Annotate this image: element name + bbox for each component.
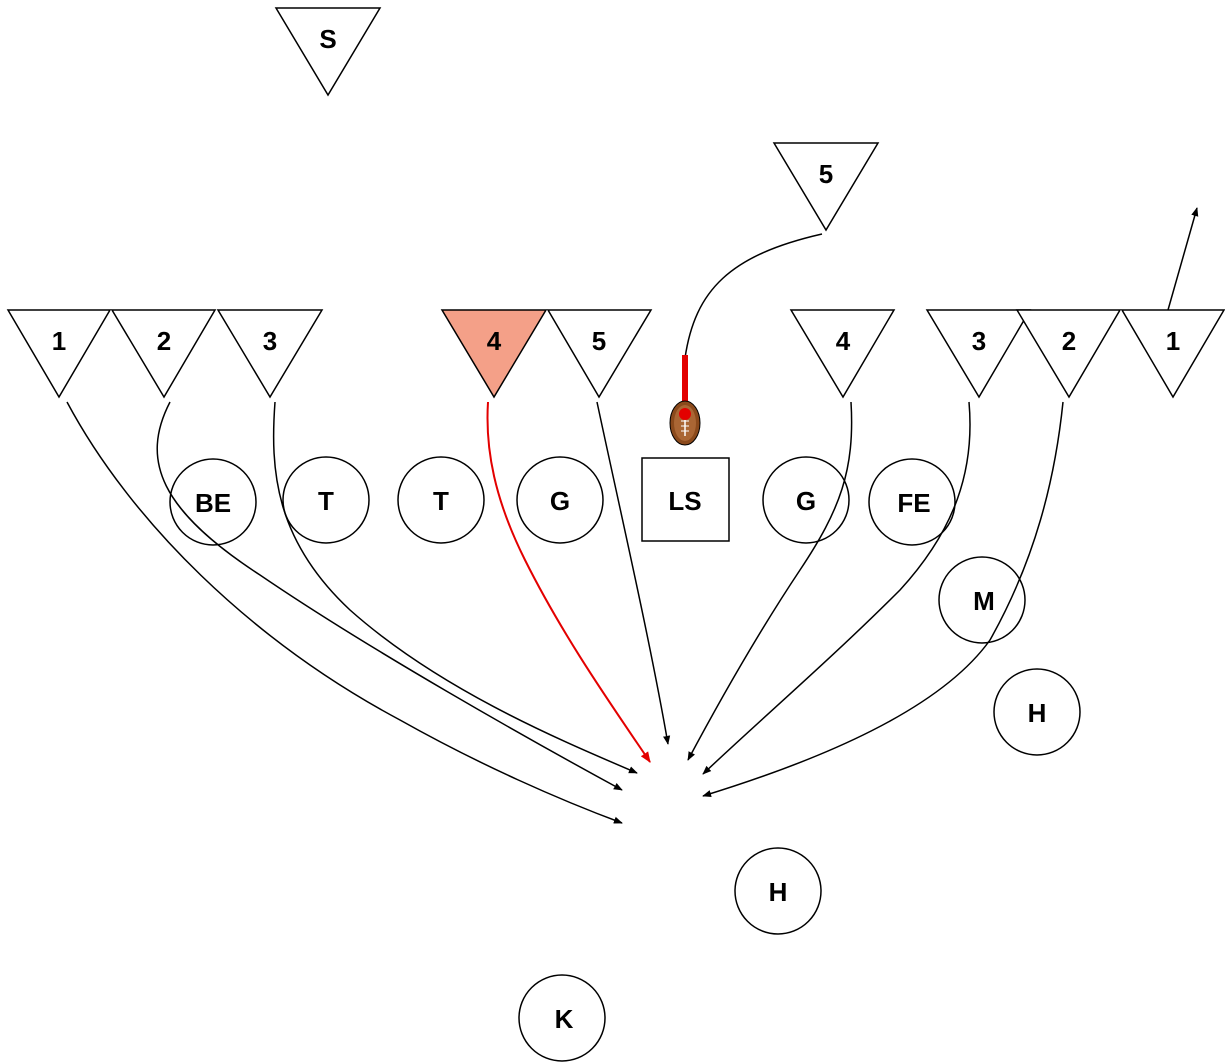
defender-left-3: 3: [216, 309, 324, 399]
player-fe-label: FE: [897, 488, 930, 518]
player-h-wing-label: H: [1028, 698, 1047, 728]
defender-left-5-label: 5: [592, 326, 606, 356]
player-left-guard-label: G: [550, 486, 570, 516]
player-m-label: M: [973, 586, 995, 616]
defender-right-2-label: 2: [1062, 326, 1076, 356]
defender-left-2: 2: [110, 309, 217, 399]
rush-path-left-2: [156, 401, 623, 791]
defender-right-4-label: 4: [836, 326, 851, 356]
defender-right-1: 1: [1120, 309, 1225, 399]
player-kicker-label: K: [555, 1004, 574, 1034]
rush-path-left-3: [272, 401, 638, 774]
defender-right-1-label: 1: [1166, 326, 1180, 356]
player-be-label: BE: [195, 488, 231, 518]
defender-left-4-label: 4: [487, 326, 502, 356]
defender-safety: S: [274, 7, 382, 97]
defender-right-4: 4: [789, 309, 896, 399]
player-left-tackle: T: [282, 456, 370, 544]
player-left-tackle-label: T: [318, 486, 334, 516]
player-right-guard-label: G: [796, 486, 816, 516]
defender-deep-5-label: 5: [819, 159, 833, 189]
defender-left-4-highlighted: 4: [440, 309, 548, 399]
offense: BE T T G LS G FE M: [169, 456, 1081, 1062]
defender-right-2: 2: [1015, 309, 1122, 399]
rush-paths: [66, 207, 1199, 824]
player-kicker: K: [518, 974, 606, 1062]
block-path-deep-5: [684, 233, 823, 359]
rush-path-right-3: [702, 401, 971, 775]
player-m: M: [938, 556, 1026, 644]
football-icon: [669, 400, 701, 446]
rush-path-right-4: [687, 401, 853, 761]
defender-left-1: 1: [6, 309, 112, 399]
player-right-tackle-label: T: [433, 486, 449, 516]
player-long-snapper-label: LS: [668, 486, 701, 516]
defender-left-1-label: 1: [52, 326, 66, 356]
defender-left-3-label: 3: [263, 326, 277, 356]
rush-path-left-4-highlighted: [486, 401, 651, 763]
defender-safety-label: S: [319, 24, 336, 54]
player-h-back-label: H: [769, 877, 788, 907]
player-right-tackle: T: [397, 456, 485, 544]
player-h-wing: H: [993, 668, 1081, 756]
player-be: BE: [169, 458, 257, 546]
defender-deep-5: 5: [772, 142, 880, 232]
defender-right-3-label: 3: [972, 326, 986, 356]
defender-right-3: 3: [925, 309, 1032, 399]
rush-path-left-5: [596, 401, 671, 745]
player-right-guard: G: [762, 456, 850, 544]
release-path-right-1: [1167, 207, 1199, 311]
player-h-back: H: [734, 847, 822, 935]
rush-path-right-2: [702, 401, 1064, 798]
defender-left-2-label: 2: [157, 326, 171, 356]
player-left-guard: G: [516, 456, 604, 544]
defense: S 1 2 3 4 5 5 4: [6, 7, 1225, 399]
rush-path-left-1: [66, 401, 623, 824]
player-long-snapper: LS: [641, 457, 730, 542]
player-fe: FE: [868, 458, 956, 546]
defender-left-5: 5: [546, 309, 653, 399]
